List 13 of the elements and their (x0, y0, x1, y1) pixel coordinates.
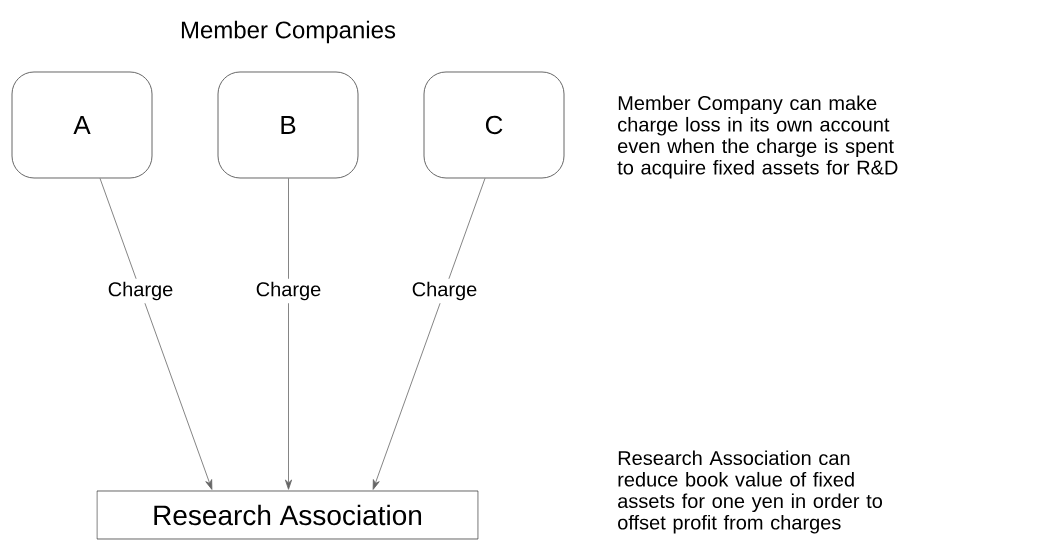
rounded-box: B (217, 71, 359, 179)
note: Research Association can reduce book value of fixed assets for one yen in order to offset profit from charges (618, 450, 882, 534)
rounded-box: C (423, 71, 565, 179)
arrow (99, 178, 213, 490)
edge-label: Charge (252, 278, 325, 304)
arrow (285, 178, 293, 490)
note: Member Company can make charge loss in its own account even when the charge is spent to acquire fixed assets for R&D (617, 95, 898, 179)
edge-label: Charge (104, 278, 177, 304)
arrow (372, 178, 486, 490)
process-box: Research Association (96, 490, 479, 540)
rounded-box: A (11, 71, 153, 179)
title: Member Companies (181, 20, 396, 44)
edge-label: Charge (408, 278, 481, 304)
